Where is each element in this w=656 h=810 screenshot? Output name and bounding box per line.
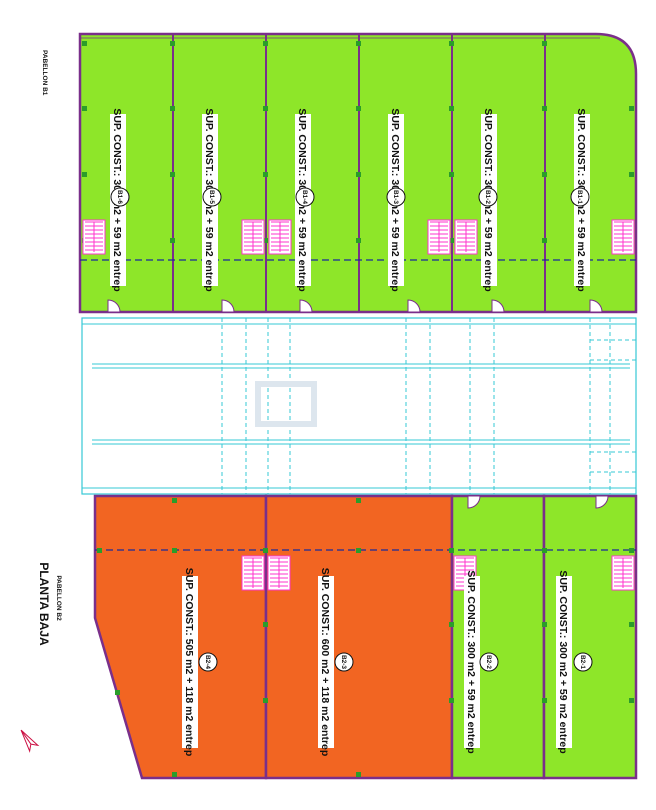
access-road: [81, 317, 637, 495]
unit-id-label: B1-2: [484, 190, 491, 204]
pabellon-b2-label: PABELLON B2: [55, 575, 62, 621]
plan-title: PLANTA BAJA: [37, 562, 51, 646]
unit-id-label: B1-4: [301, 190, 308, 204]
unit-area-label: SUP. CONST.: 600 m2 + 118 m2 entrep: [319, 568, 331, 757]
unit-area-label: SUP. CONST.: 505 m2 + 118 m2 entrep: [183, 568, 195, 757]
pabellon-b1: [78, 32, 638, 314]
unit-id-label: B2-2: [485, 655, 492, 669]
unit-id-label: B1-1: [576, 190, 583, 204]
pabellon-b1-label: PABELLON B1: [41, 50, 48, 96]
unit-id-label: B2-4: [204, 655, 211, 669]
unit-area-label: SUP. CONST.: 300 m2 + 59 m2 entrep: [557, 570, 569, 753]
unit-id-label: B2-1: [579, 655, 586, 669]
north-arrow-icon: [20, 729, 40, 753]
pabellon-b2: [93, 494, 638, 780]
stairs-icon: [82, 219, 635, 255]
unit-id-label: B1-3: [392, 190, 399, 204]
unit-area-label: SUP. CONST.: 300 m2 + 59 m2 entrep: [465, 570, 477, 753]
unit-id-label: B1-5: [208, 190, 215, 204]
unit-id-label: B2-3: [340, 655, 347, 669]
unit-id-label: B1-6: [116, 190, 123, 204]
